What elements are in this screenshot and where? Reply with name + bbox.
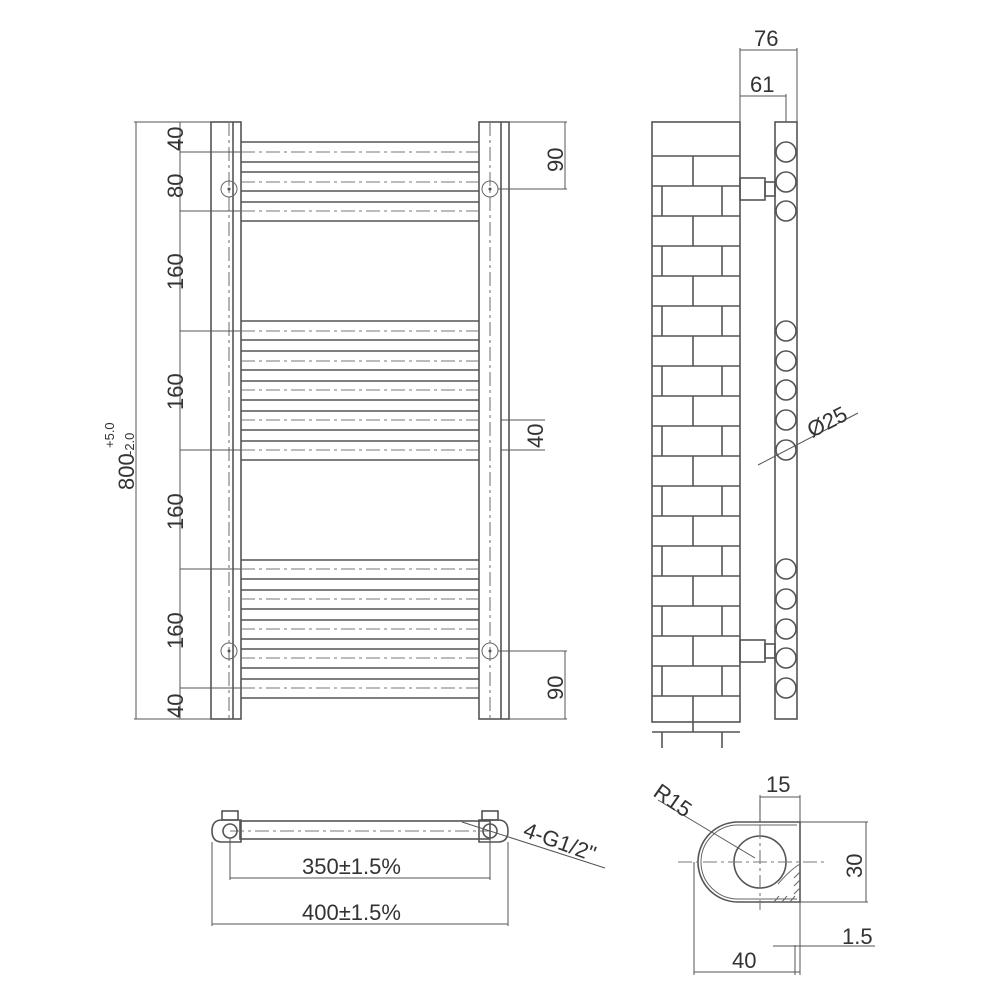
dim-height: 30	[842, 854, 867, 878]
label-connections: 4-G1/2"	[520, 817, 599, 866]
dim-depth-center: 61	[750, 72, 774, 97]
dim-segment-4: 160	[163, 373, 188, 410]
side-view	[651, 48, 859, 748]
dim-width: 40	[732, 948, 756, 973]
tubes-top	[241, 141, 479, 222]
tubes-bottom	[241, 559, 479, 699]
dim-segment-6: 160	[163, 612, 188, 649]
dim-tube-diameter: Ø25	[803, 401, 851, 442]
front-view	[134, 121, 567, 720]
top-view	[211, 810, 606, 926]
dim-offset: 15	[766, 772, 790, 797]
detail-view	[657, 795, 875, 975]
dim-wall: 1.5	[842, 924, 873, 949]
dim-segment-2: 80	[163, 174, 188, 198]
dim-overall-width: 400±1.5%	[302, 900, 401, 925]
dim-center-distance: 350±1.5%	[302, 854, 401, 879]
dim-top-bracket: 90	[543, 148, 568, 172]
dim-radius: R15	[649, 779, 696, 823]
tube-sections	[775, 141, 797, 699]
dim-segment-5: 160	[163, 493, 188, 530]
dim-overall-height: 800	[114, 453, 139, 490]
dim-depth-total: 76	[754, 26, 778, 51]
dim-tol-plus: +5.0	[102, 422, 117, 448]
dim-segment-1: 40	[163, 127, 188, 151]
tubes-middle	[241, 320, 479, 461]
dim-segment-3: 160	[163, 253, 188, 290]
dim-segment-7: 40	[163, 694, 188, 718]
dim-tol-minus: -2.0	[122, 433, 137, 455]
dim-middle-gap: 40	[523, 424, 548, 448]
dim-bottom-bracket: 90	[543, 676, 568, 700]
